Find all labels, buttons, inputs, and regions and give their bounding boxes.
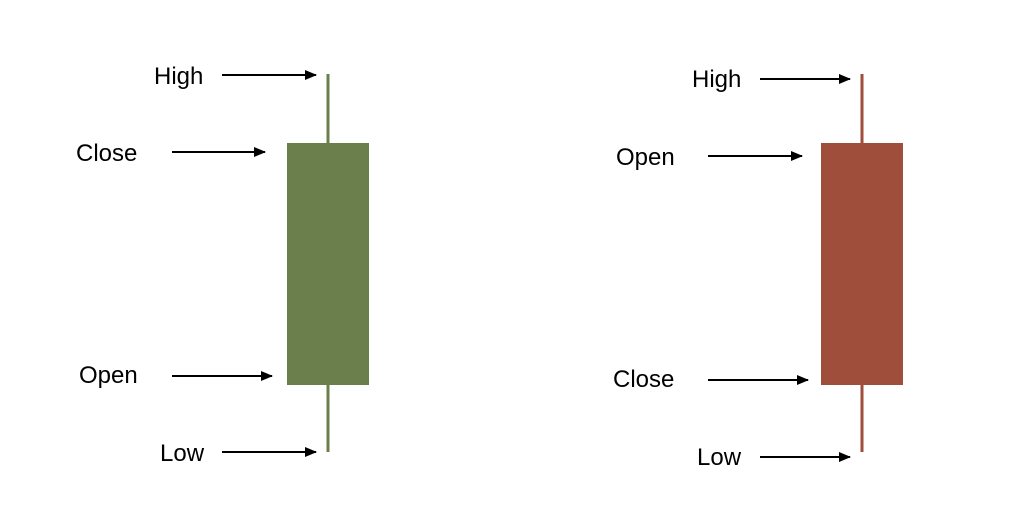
bearish-low-label: Low [697,444,742,471]
bullish-high-label: High [154,63,203,90]
bullish-low-label: Low [160,440,205,467]
bearish-candle: High Open Close Low [613,66,903,471]
bearish-open-label: Open [616,144,675,171]
bearish-high-label: High [692,66,741,93]
bearish-body [821,143,903,385]
bullish-open-label: Open [79,362,138,389]
bearish-close-label: Close [613,366,674,393]
bullish-candle: High Close Open Low [76,63,369,467]
bullish-body [287,143,369,385]
bullish-close-label: Close [76,140,137,167]
